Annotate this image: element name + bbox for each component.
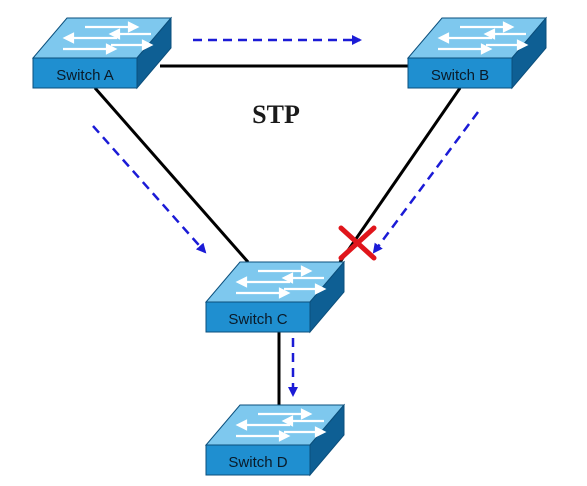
flow-arrow-b-to-c — [372, 111, 480, 254]
switch-icon — [31, 16, 173, 90]
switch-icon — [204, 403, 346, 477]
switch-icon — [406, 16, 548, 90]
switch-b[interactable]: Switch B — [406, 16, 548, 90]
switch-a-label: Switch A — [56, 67, 114, 84]
link-a-c — [93, 87, 250, 263]
switch-a[interactable]: Switch A — [31, 16, 173, 90]
diagram-title: STP — [252, 100, 300, 129]
red-x-icon — [338, 225, 377, 261]
switch-icon — [204, 260, 346, 334]
switch-b-label: Switch B — [431, 67, 489, 84]
switch-d-label: Switch D — [228, 454, 287, 471]
switch-d[interactable]: Switch D — [204, 403, 346, 477]
link-b-c — [338, 87, 462, 263]
switch-c-label: Switch C — [228, 311, 287, 328]
switch-c[interactable]: Switch C — [204, 260, 346, 334]
flow-arrow-a-to-c — [92, 125, 207, 254]
